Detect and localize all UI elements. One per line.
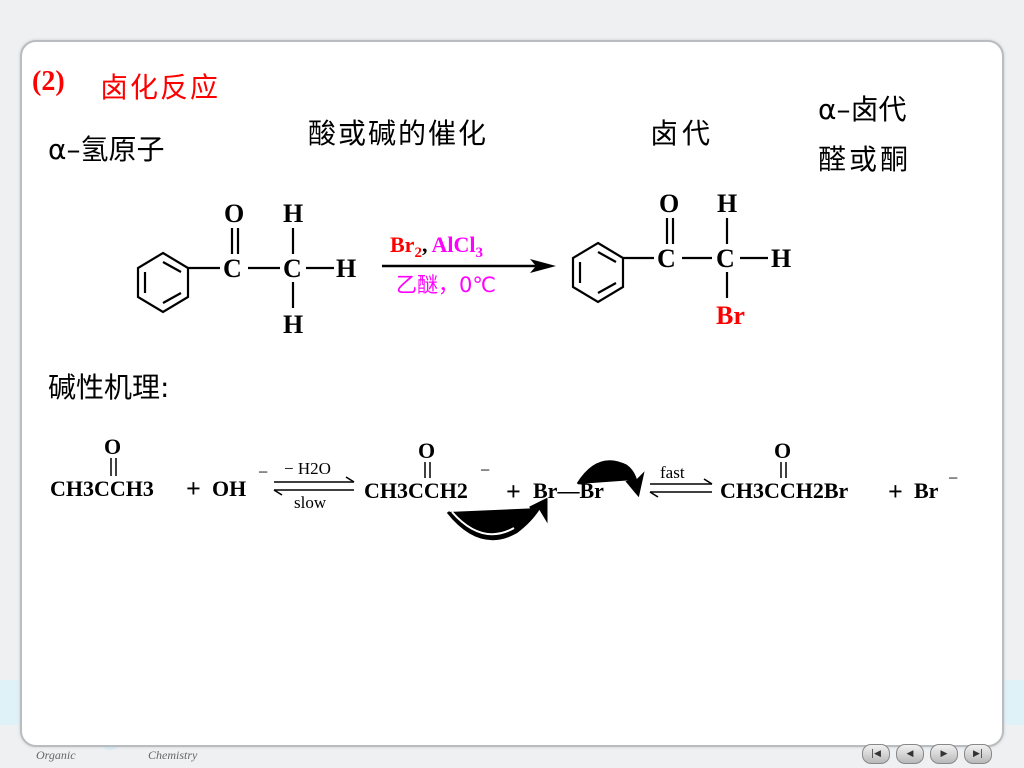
- product-label-line2: 醛或酮: [818, 143, 912, 176]
- slide-frame: [20, 40, 1004, 747]
- alpha-hydrogen-label: α–氢原子: [48, 133, 165, 166]
- heading-title: 卤化反应: [100, 71, 221, 104]
- product-label-line1: α–卤代: [818, 93, 907, 126]
- heading-number: (2): [32, 66, 65, 97]
- footer-organic: Organic: [36, 748, 76, 762]
- nav-first-button[interactable]: |◀: [862, 744, 890, 764]
- catalysis-label: 酸或碱的催化: [308, 117, 489, 150]
- footer-chemistry: Chemistry: [148, 748, 198, 762]
- halogenation-label: 卤代: [650, 117, 715, 150]
- nav-next-button[interactable]: ▶: [930, 744, 958, 764]
- nav-last-button[interactable]: ▶|: [964, 744, 992, 764]
- mechanism-title: 碱性机理:: [48, 371, 170, 404]
- nav-prev-button[interactable]: ◀: [896, 744, 924, 764]
